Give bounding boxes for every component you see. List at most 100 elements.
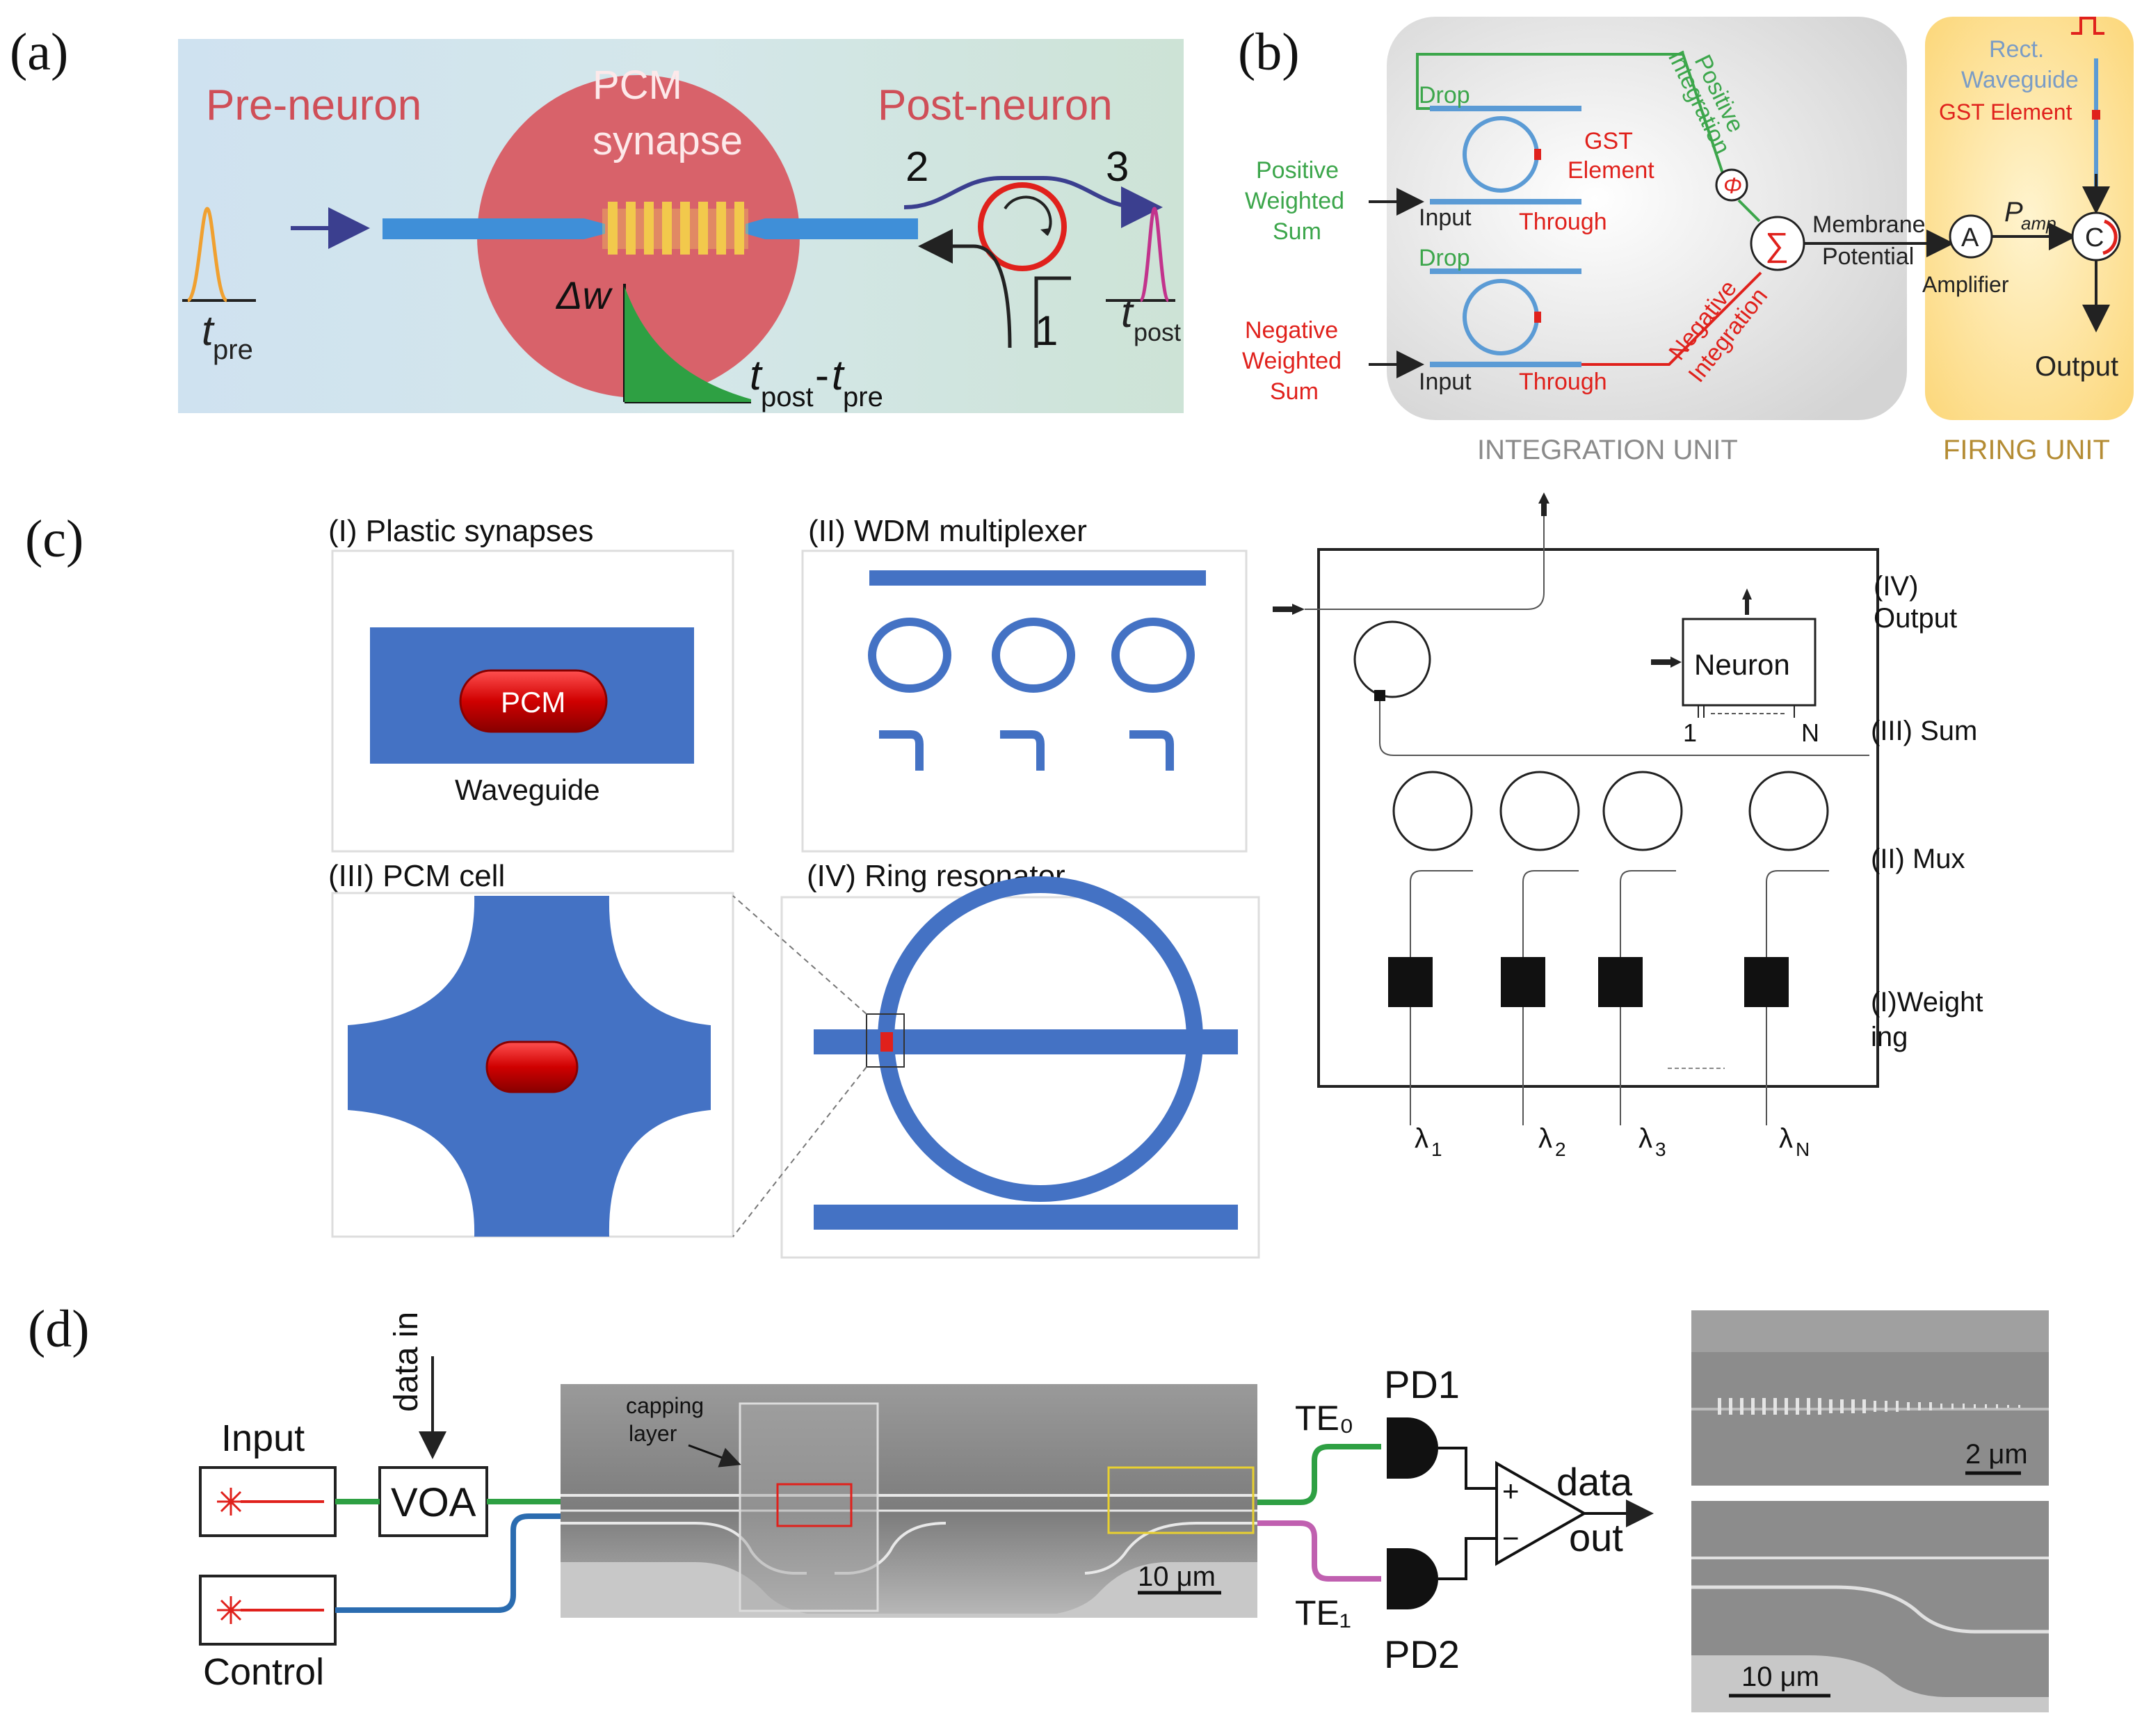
pcm-label: PCM [593, 63, 682, 108]
port-1: 1 [1035, 307, 1058, 354]
pre-spike [186, 207, 228, 303]
neuron-pin-1-label: 1 [1683, 718, 1697, 747]
sem-substrate [561, 1562, 1257, 1618]
panel-label-a: (a) [10, 23, 68, 81]
ring-circulation [1004, 195, 1052, 236]
i-weight-1: (I)Weight [1871, 987, 1983, 1018]
port1-right [1034, 276, 1071, 348]
lambda-1-sub: 1 [1431, 1139, 1442, 1160]
sem-yellow-box [1107, 1466, 1255, 1534]
diff-amp [1495, 1461, 1588, 1566]
amp-plus: + [1502, 1474, 1520, 1507]
capping-layer-rect [739, 1402, 879, 1612]
sem-inset-bottom-bend [1691, 1585, 2049, 1634]
lower-through-label: Through [1519, 369, 1607, 395]
sigma-label: ∑ [1765, 227, 1789, 264]
integration-unit-label: INTEGRATION UNIT [1477, 435, 1738, 465]
tpost-sub: post [761, 382, 814, 412]
t-pre-sub: pre [213, 335, 253, 365]
zoom-line-bottom [732, 1066, 867, 1237]
wdm-box [801, 549, 1248, 853]
output-ring [1353, 620, 1431, 698]
positive-path [1416, 53, 1726, 180]
panel-a: (a) Pre-neuron PCM synapse Post-neuron t… [10, 23, 1184, 413]
arch-input-arrow-head [1292, 604, 1305, 615]
control-to-chip [335, 1513, 561, 1613]
t-post-sub: post [1134, 318, 1181, 346]
wdm-title: (II) WDM multiplexer [808, 514, 1087, 548]
architecture-box [1317, 548, 1879, 1088]
iii-sum-label: (III) Sum [1871, 716, 1977, 746]
scale-label-10b: 10 μm [1741, 1662, 1819, 1692]
positive-ws-1: Positive [1256, 157, 1339, 184]
ring-drop-wg [814, 1205, 1238, 1230]
upper-through-label: Through [1519, 209, 1607, 235]
zoom-box [866, 1013, 905, 1068]
gst-label: GST [1584, 128, 1633, 154]
wdm-rings [868, 618, 1195, 693]
firing-gst [2092, 110, 2100, 120]
negative-ws-1: Negative [1245, 317, 1338, 344]
waveguide-right [765, 218, 918, 239]
zoom-line-top [732, 895, 867, 1015]
pcm-grating [608, 202, 744, 255]
amp-sub-label: amp [2021, 213, 2056, 234]
wdm-drops [879, 730, 1174, 771]
firing-unit-label: FIRING UNIT [1943, 435, 2110, 465]
output-up-arrow-head [1538, 492, 1549, 504]
tpre-sub: pre [843, 382, 883, 412]
amp-node-label: A [1961, 223, 1979, 252]
plastic-box [331, 549, 734, 853]
te1-label: TE₁ [1295, 1593, 1351, 1632]
control-laser-icon [217, 1596, 324, 1624]
tpost-t: t [750, 352, 763, 399]
lambda-3-sub: 3 [1655, 1139, 1666, 1160]
panel-c: (c) (I) Plastic synapses PCM Waveguide (… [25, 492, 1983, 1259]
p-label: P [2004, 197, 2023, 227]
control-label: Control [203, 1651, 324, 1693]
upper-gst [1534, 149, 1541, 160]
pd2-shape [1387, 1548, 1438, 1609]
lambda-2-sub: 2 [1555, 1139, 1566, 1160]
positive-ws-2: Weighted [1245, 188, 1344, 214]
tpost-dash: - [815, 352, 829, 399]
firing-unit-box [1925, 17, 2134, 420]
panel-label-b: (b) [1238, 23, 1300, 81]
output-bus [1305, 516, 1545, 610]
output-ring-element [1374, 690, 1385, 701]
taper-right [746, 218, 765, 239]
lower-input-label: Input [1419, 369, 1472, 395]
te1-path [1257, 1520, 1381, 1582]
neuron-box [1682, 618, 1817, 707]
lambda-n: λ [1779, 1123, 1793, 1154]
te0-path [1257, 1444, 1381, 1505]
element-label: Element [1568, 157, 1654, 184]
data-out-label-1: data [1556, 1460, 1633, 1504]
pre-neuron-label: Pre-neuron [206, 81, 421, 129]
waveguide-left [382, 218, 584, 239]
lambda-1: λ [1415, 1123, 1428, 1154]
sem-red-box [776, 1483, 853, 1527]
neuron-out-head [1742, 588, 1752, 600]
integration-unit-box [1387, 17, 1907, 420]
ring-pcm-element [880, 1032, 893, 1052]
neuron-pin-n-label: N [1801, 718, 1819, 747]
iv-output-1: (IV) [1874, 571, 1918, 602]
pcm-cell-title: (III) PCM cell [328, 859, 505, 893]
ring-circulation-head [1040, 228, 1050, 235]
scale-label-10: 10 μm [1138, 1561, 1216, 1592]
sem-inset-top-band [1691, 1310, 2049, 1352]
potential-label: Potential [1822, 243, 1914, 270]
sem-grating [1718, 1398, 2020, 1415]
capping-label: capping [626, 1393, 704, 1418]
plastic-pcm [459, 669, 608, 733]
sem-inset-bottom-substrate [1691, 1655, 2049, 1712]
post-ring [978, 182, 1067, 271]
phi-node [1715, 168, 1748, 202]
pcm-cell-element [485, 1040, 579, 1093]
output-label: Output [2035, 351, 2118, 382]
negative-ws-3: Sum [1270, 378, 1319, 405]
neuron-label: Neuron [1694, 648, 1790, 681]
i-weight-2: ing [1871, 1022, 1908, 1052]
